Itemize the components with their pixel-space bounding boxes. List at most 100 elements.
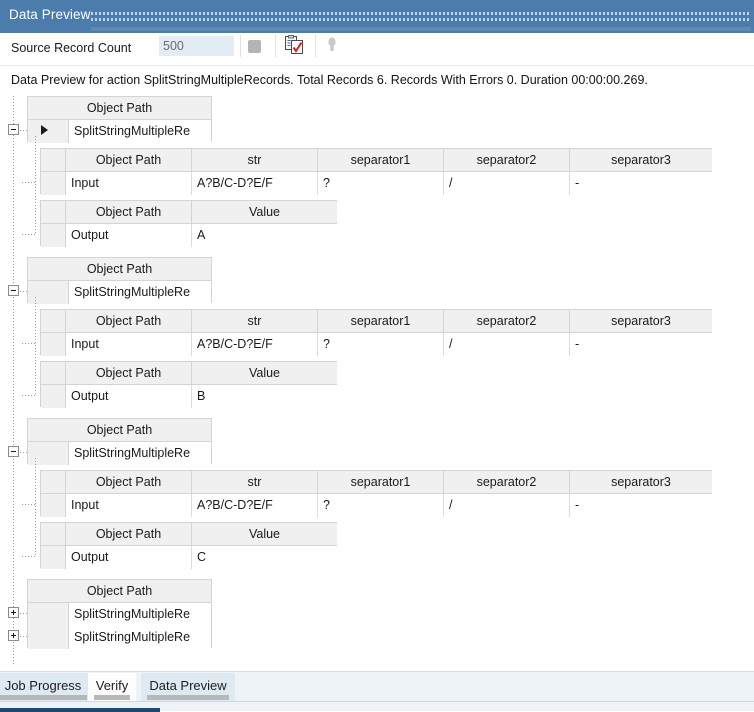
input-column-header-separator3[interactable]: separator3 xyxy=(570,149,712,172)
collapsed-group-node-label[interactable]: SplitStringMultipleRe xyxy=(69,626,211,649)
tab-data-preview[interactable]: Data Preview xyxy=(141,673,235,701)
input-row-selector-header[interactable] xyxy=(41,310,66,333)
input-cell-separator3[interactable]: - xyxy=(570,172,712,195)
group-node-label[interactable]: SplitStringMultipleRe xyxy=(69,442,211,465)
input-cell-str[interactable]: A?B/C-D?E/F xyxy=(192,333,318,356)
input-row-header-cell[interactable] xyxy=(41,494,66,517)
group-object-path-header[interactable]: Object Path xyxy=(28,258,211,281)
output-column-header-object-path[interactable]: Object Path xyxy=(66,523,192,546)
group-row-selector-cell[interactable] xyxy=(28,281,69,304)
input-cell-str[interactable]: A?B/C-D?E/F xyxy=(192,172,318,195)
input-column-header-separator1[interactable]: separator1 xyxy=(318,310,444,333)
output-column-header-object-path[interactable]: Object Path xyxy=(66,362,192,385)
output-row-selector-header[interactable] xyxy=(41,523,66,546)
group-object-path-header[interactable]: Object Path xyxy=(28,97,211,120)
output-row-selector-header[interactable] xyxy=(41,362,66,385)
plus-box-icon[interactable] xyxy=(8,607,19,618)
hint-button[interactable] xyxy=(324,35,348,57)
input-column-header-str[interactable]: str xyxy=(192,149,318,172)
input-column-header-separator3[interactable]: separator3 xyxy=(570,310,712,333)
group-node-row[interactable]: SplitStringMultipleRe xyxy=(28,442,211,465)
output-column-header-value[interactable]: Value xyxy=(192,201,337,224)
tab-verify[interactable]: Verify xyxy=(88,673,136,701)
group-node-header-row[interactable]: Object Path xyxy=(28,97,211,120)
stop-button[interactable] xyxy=(244,35,268,57)
collapsed-group-row-selector-cell[interactable] xyxy=(28,603,69,626)
input-row-header-cell[interactable] xyxy=(41,172,66,195)
group-row-selector-cell[interactable] xyxy=(28,442,69,465)
input-cell-separator1[interactable]: ? xyxy=(318,172,444,195)
output-row-header-cell[interactable] xyxy=(41,546,66,569)
output-column-header-object-path[interactable]: Object Path xyxy=(66,201,192,224)
collapsed-group-row-selector-cell[interactable] xyxy=(28,626,69,649)
group-node-header-row[interactable]: Object Path xyxy=(28,258,211,281)
group-row-selector-cell[interactable] xyxy=(28,120,69,143)
output-row-header-cell[interactable] xyxy=(41,224,66,247)
input-cell-Object Path[interactable]: Input xyxy=(66,494,192,517)
collapsed-group-object-path-header[interactable]: Object Path xyxy=(28,580,211,603)
panel-title-bar[interactable]: Data Preview xyxy=(0,0,754,33)
tab-job-progress[interactable]: Job Progress xyxy=(0,673,93,701)
input-column-header-separator1[interactable]: separator1 xyxy=(318,471,444,494)
input-row-selector-header[interactable] xyxy=(41,149,66,172)
collapsed-group-row[interactable]: SplitStringMultipleRe xyxy=(28,603,211,626)
input-column-header-separator3[interactable]: separator3 xyxy=(570,471,712,494)
source-record-count-input[interactable] xyxy=(159,36,234,56)
input-column-header-Object Path[interactable]: Object Path xyxy=(66,310,192,333)
output-row-selector-header[interactable] xyxy=(41,201,66,224)
input-row-header-cell[interactable] xyxy=(41,333,66,356)
input-column-header-separator2[interactable]: separator2 xyxy=(444,471,570,494)
output-column-header-value[interactable]: Value xyxy=(192,523,337,546)
collapsed-group-node-label[interactable]: SplitStringMultipleRe xyxy=(69,603,211,626)
input-column-header-separator2[interactable]: separator2 xyxy=(444,149,570,172)
group-node-label[interactable]: SplitStringMultipleRe xyxy=(69,281,211,304)
minus-box-icon[interactable] xyxy=(8,285,19,296)
output-cell-value[interactable]: A xyxy=(192,224,337,247)
group-object-path-header[interactable]: Object Path xyxy=(28,419,211,442)
input-cell-separator3[interactable]: - xyxy=(570,494,712,517)
input-cell-separator1[interactable]: ? xyxy=(318,333,444,356)
output-cell-value[interactable]: C xyxy=(192,546,337,569)
input-row-selector-header[interactable] xyxy=(41,471,66,494)
input-column-header-str[interactable]: str xyxy=(192,471,318,494)
input-cell-str[interactable]: A?B/C-D?E/F xyxy=(192,494,318,517)
input-cell-Object Path[interactable]: Input xyxy=(66,172,192,195)
input-cell-Object Path[interactable]: Input xyxy=(66,333,192,356)
input-cell-separator2[interactable]: / xyxy=(444,333,570,356)
output-cell-object-path[interactable]: Output xyxy=(66,224,192,247)
input-column-header-separator2[interactable]: separator2 xyxy=(444,310,570,333)
plus-box-icon[interactable] xyxy=(8,630,19,641)
input-column-header-separator1[interactable]: separator1 xyxy=(318,149,444,172)
input-cell-separator2[interactable]: / xyxy=(444,494,570,517)
input-column-header-str[interactable]: str xyxy=(192,310,318,333)
input-cell-separator1[interactable]: ? xyxy=(318,494,444,517)
collapsed-group-header-row[interactable]: Object Path xyxy=(28,580,211,603)
input-column-header-Object Path[interactable]: Object Path xyxy=(66,149,192,172)
group-node-row[interactable]: SplitStringMultipleRe xyxy=(28,281,211,304)
minus-box-icon[interactable] xyxy=(8,446,19,457)
output-cell-value[interactable]: B xyxy=(192,385,337,408)
minus-box-icon[interactable] xyxy=(8,124,19,135)
collapsed-group-row[interactable]: SplitStringMultipleRe xyxy=(28,626,211,649)
